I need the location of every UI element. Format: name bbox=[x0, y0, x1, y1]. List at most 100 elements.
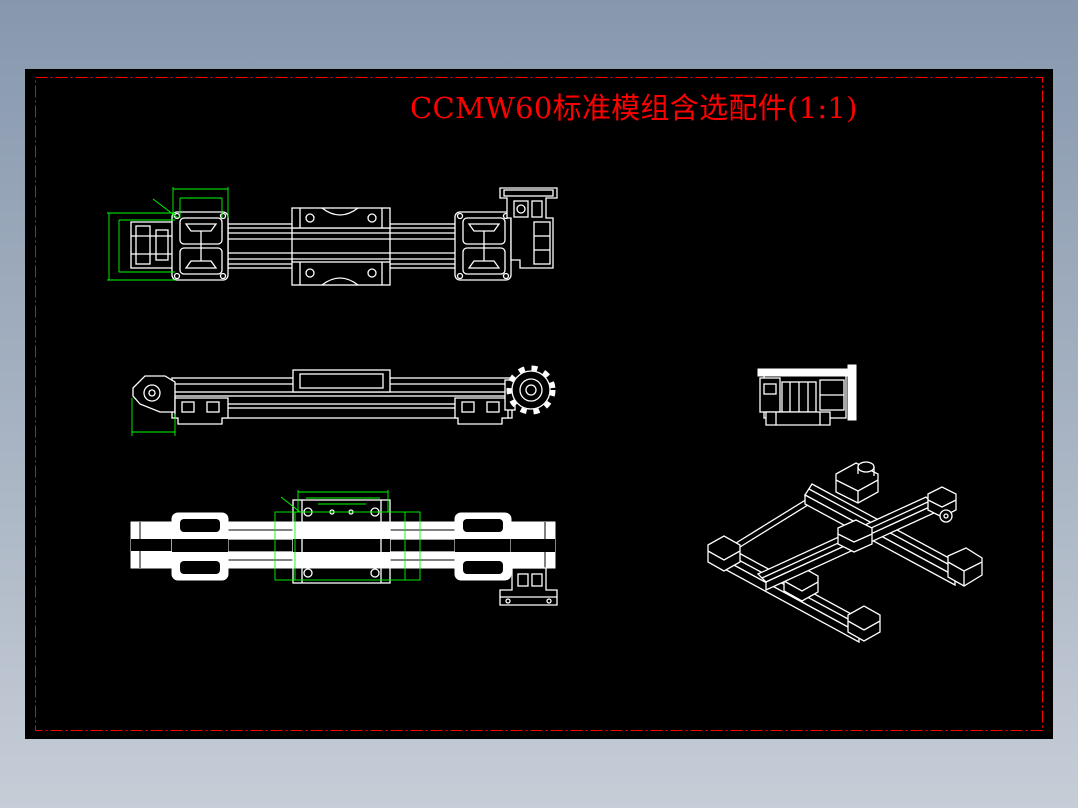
gear-hub bbox=[519, 378, 543, 402]
bracket-hole bbox=[505, 598, 511, 604]
drawing-title: CCMW60标准模组含选配件(1:1) bbox=[410, 91, 858, 125]
module-carriage-edge bbox=[783, 580, 819, 592]
isometric-gantry-assembly bbox=[707, 461, 983, 644]
module-side-face bbox=[804, 493, 956, 587]
mount-block bbox=[174, 397, 229, 425]
carriage-top-recess bbox=[299, 373, 384, 389]
end-cap-hole bbox=[219, 272, 227, 280]
top-view bbox=[107, 187, 558, 286]
carriage-notch bbox=[321, 207, 359, 216]
motor-mount-boss bbox=[155, 229, 169, 261]
carriage-upper-block bbox=[291, 207, 391, 229]
bottom-view bbox=[130, 490, 558, 606]
motor-cylinder bbox=[857, 461, 875, 473]
bracket-flange bbox=[503, 189, 554, 197]
mount-slot bbox=[181, 401, 195, 413]
bracket-rib bbox=[531, 200, 543, 218]
bracket-block bbox=[533, 221, 551, 265]
end-cap-pocket-detail bbox=[467, 260, 501, 269]
rail-bottom-band bbox=[171, 407, 513, 419]
end-cap-hole bbox=[173, 212, 181, 220]
iso-module-left bbox=[707, 535, 881, 644]
bottom-view-right-end-cap bbox=[454, 512, 512, 581]
side-view-drive-gear bbox=[504, 365, 556, 415]
end-cap-hole bbox=[173, 272, 181, 280]
dimension-leader bbox=[152, 198, 179, 219]
end-view-left-window bbox=[763, 383, 777, 395]
guide-rod-edge bbox=[735, 495, 813, 544]
gear-bore bbox=[525, 384, 537, 396]
end-view bbox=[757, 364, 857, 426]
motor-shaft-center bbox=[943, 513, 949, 519]
carriage-bolt bbox=[370, 568, 380, 578]
rail-extension-slot bbox=[511, 539, 555, 552]
top-view-right-end-cap bbox=[454, 211, 512, 281]
end-cap-slot bbox=[463, 519, 503, 532]
module-end-cap bbox=[947, 547, 983, 587]
carriage-bolt bbox=[305, 268, 315, 278]
bracket-hole bbox=[516, 204, 526, 214]
bracket-window bbox=[517, 573, 529, 587]
mount-slot bbox=[461, 401, 475, 413]
carriage-bolt bbox=[367, 213, 377, 223]
pulley-circle bbox=[143, 384, 161, 402]
pulley-hub bbox=[148, 389, 156, 397]
side-view-carriage bbox=[292, 369, 391, 393]
top-view-motor-mount bbox=[130, 221, 174, 269]
bottom-view-dimensions bbox=[274, 490, 421, 581]
end-cap-hole bbox=[219, 212, 227, 220]
motor-mount-slot bbox=[131, 539, 173, 551]
end-cap-pocket-detail bbox=[184, 223, 218, 232]
end-cap-channel bbox=[172, 539, 228, 552]
module-carriage-edge bbox=[837, 533, 873, 543]
end-cap-slot bbox=[180, 561, 220, 574]
bracket-window bbox=[513, 200, 529, 218]
end-cap-pocket-detail bbox=[467, 223, 501, 232]
guide-rod-edge bbox=[739, 499, 817, 548]
carriage-lower-block bbox=[291, 261, 391, 286]
bottom-view-right-extension bbox=[510, 521, 556, 569]
side-view bbox=[131, 365, 556, 436]
bottom-view-motor-mount bbox=[130, 521, 174, 569]
carriage-bolt bbox=[305, 213, 315, 223]
motor-mount-outline bbox=[130, 221, 174, 269]
end-cap-slot bbox=[463, 561, 503, 574]
module-end-cap bbox=[707, 535, 741, 572]
end-view-base bbox=[765, 411, 831, 426]
end-cap-pocket-detail bbox=[184, 260, 218, 269]
end-cap-channel bbox=[455, 539, 511, 552]
carriage-bolt bbox=[303, 568, 313, 578]
top-view-left-end-cap bbox=[171, 211, 229, 281]
end-view-top-strip bbox=[757, 368, 851, 377]
end-cap-slot bbox=[180, 519, 220, 532]
bracket-hole bbox=[546, 598, 552, 604]
end-cap-hole bbox=[456, 272, 464, 280]
pulley-housing-outline bbox=[132, 375, 176, 413]
side-view-left-mount bbox=[174, 397, 229, 425]
iso-guide-rod bbox=[735, 495, 817, 548]
bottom-view-bracket bbox=[499, 567, 558, 606]
module-end-cap bbox=[847, 605, 881, 642]
bottom-view-carriage bbox=[292, 499, 391, 584]
module-end-cap-edge bbox=[847, 620, 881, 631]
module-carriage bbox=[837, 519, 873, 553]
top-view-carriage bbox=[291, 207, 391, 286]
iso-module-cross bbox=[756, 486, 957, 592]
side-view-right-mount bbox=[454, 397, 509, 425]
module-end-cap-edge bbox=[707, 550, 741, 561]
carriage-bolt bbox=[367, 268, 377, 278]
module-motor-block bbox=[835, 462, 879, 504]
side-view-left-pulley-housing bbox=[132, 375, 176, 413]
drawing-frame bbox=[35, 77, 1043, 731]
bracket-window bbox=[531, 573, 543, 587]
end-cap-hole bbox=[456, 212, 464, 220]
motor-block-edge bbox=[927, 499, 957, 508]
end-view-left-block bbox=[759, 377, 781, 413]
end-view-mount-plate bbox=[847, 364, 857, 421]
mount-slot bbox=[206, 401, 220, 413]
motor-mount-plate bbox=[135, 225, 151, 265]
carriage-slot bbox=[293, 539, 390, 552]
mount-slot bbox=[486, 401, 500, 413]
module-motor-block bbox=[927, 486, 957, 518]
